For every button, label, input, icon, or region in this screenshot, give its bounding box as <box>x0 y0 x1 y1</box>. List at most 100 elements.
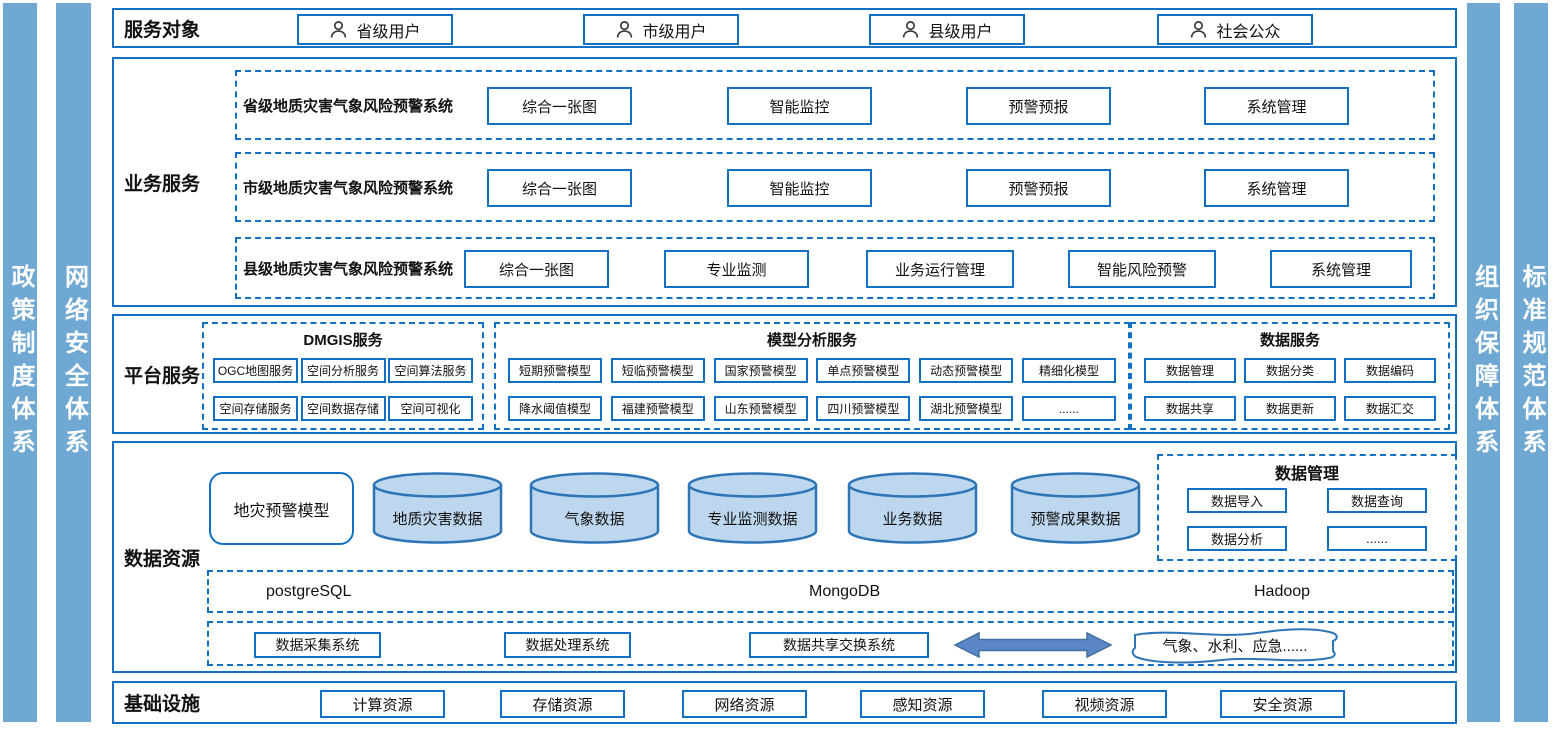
person-icon <box>331 21 347 38</box>
data-management-box: 数据导入 <box>1187 488 1287 513</box>
module-box: 综合一张图 <box>464 250 609 288</box>
section-infrastructure: 基础设施 计算资源 存储资源 网络资源 感知资源 视频资源 安全资源 <box>112 681 1457 724</box>
resource-box: 安全资源 <box>1220 690 1345 718</box>
person-icon <box>1191 21 1207 38</box>
user-label: 县级用户 <box>928 23 993 41</box>
data-service-group: 数据服务 数据管理 数据分类 数据编码 数据共享 数据更新 数据汇交 <box>1130 322 1450 430</box>
user-label: 省级用户 <box>356 23 421 41</box>
wave-scroll-icon <box>1131 628 1338 664</box>
database-cylinder-icon <box>847 472 978 544</box>
service-box: 四川预警模型 <box>816 396 911 421</box>
double-arrow-icon <box>953 631 1113 659</box>
county-system-group: 县级地质灾害气象风险预警系统 综合一张图 专业监测 业务运行管理 智能风险预警 … <box>235 237 1435 299</box>
data-management-box: ...... <box>1327 526 1427 551</box>
external-systems-label: 气象、水利、应急...... <box>1162 638 1308 655</box>
service-box: 数据更新 <box>1244 396 1336 421</box>
database-label: MongoDB <box>809 582 881 600</box>
group-title: DMGIS服务 <box>303 332 383 349</box>
section-title: 数据资源 <box>124 548 201 570</box>
service-box: 动态预警模型 <box>919 358 1014 383</box>
module-box: 智能监控 <box>727 87 872 125</box>
section-title: 服务对象 <box>124 19 201 41</box>
user-label: 市级用户 <box>642 23 707 41</box>
service-box: OGC地图服务 <box>213 358 298 383</box>
cylinder-business-data: 业务数据 <box>845 470 980 546</box>
pillar-network-security: 网络安全体系 <box>56 3 91 722</box>
module-box: 业务运行管理 <box>866 250 1014 288</box>
module-box: 智能风险预警 <box>1068 250 1216 288</box>
database-cylinder-icon <box>687 472 818 544</box>
resource-box: 视频资源 <box>1042 690 1167 718</box>
service-box: 数据管理 <box>1144 358 1236 383</box>
module-box: 预警预报 <box>966 87 1111 125</box>
service-box: 短临预警模型 <box>610 358 705 383</box>
section-platform-services: 平台服务 DMGIS服务 OGC地图服务 空间分析服务 空间算法服务 空间存储服… <box>112 314 1457 434</box>
section-data-resources: 数据资源 地灾预警模型 地质灾害数据 气象数据 专业监测数据 业务数据 预警成果… <box>112 441 1457 673</box>
pillar-policy-system: 政策制度体系 <box>3 3 37 722</box>
cylinder-warning-result-data: 预警成果数据 <box>1008 470 1143 546</box>
service-box: 空间算法服务 <box>388 358 473 383</box>
service-box: 短期预警模型 <box>508 358 602 383</box>
user-box-city: 市级用户 <box>583 14 739 45</box>
service-box: 数据共享 <box>1144 396 1236 421</box>
user-box-public: 社会公众 <box>1157 14 1313 45</box>
cylinder-label: 地质灾害数据 <box>392 511 483 528</box>
module-box: 智能监控 <box>727 169 872 207</box>
external-systems-scroll: 气象、水利、应急...... <box>1127 624 1343 666</box>
system-name: 市级地质灾害气象风险预警系统 <box>243 179 454 197</box>
database-cylinder-icon <box>1010 472 1141 544</box>
data-management-group: 数据管理 数据导入 数据查询 数据分析 ...... <box>1157 454 1457 561</box>
user-box-county: 县级用户 <box>869 14 1025 45</box>
service-box: 空间可视化 <box>388 396 473 421</box>
section-business-services: 业务服务 省级地质灾害气象风险预警系统 综合一张图 智能监控 预警预报 系统管理… <box>112 57 1457 307</box>
resource-box: 感知资源 <box>860 690 985 718</box>
section-title: 基础设施 <box>124 694 201 715</box>
user-label: 社会公众 <box>1216 23 1281 41</box>
disaster-warning-model-box: 地灾预警模型 <box>209 472 354 545</box>
service-box: 单点预警模型 <box>816 358 911 383</box>
provincial-system-group: 省级地质灾害气象风险预警系统 综合一张图 智能监控 预警预报 系统管理 <box>235 70 1435 140</box>
module-box: 系统管理 <box>1270 250 1412 288</box>
service-box: 福建预警模型 <box>610 396 705 421</box>
section-title: 平台服务 <box>124 365 201 387</box>
data-systems-layer: 数据采集系统 数据处理系统 数据共享交换系统 气象、水利、应急...... <box>207 621 1454 666</box>
service-box: 国家预警模型 <box>713 358 808 383</box>
group-title: 数据服务 <box>1259 332 1320 349</box>
module-box: 综合一张图 <box>487 169 632 207</box>
pillar-standard-spec: 标准规范体系 <box>1514 3 1548 722</box>
module-box: 专业监测 <box>664 250 809 288</box>
database-label: Hadoop <box>1254 582 1311 600</box>
system-name: 县级地质灾害气象风险预警系统 <box>243 260 454 278</box>
data-management-box: 数据分析 <box>1187 526 1287 551</box>
service-box: 空间分析服务 <box>300 358 386 383</box>
cylinder-monitoring-data: 专业监测数据 <box>685 470 820 546</box>
person-icon <box>903 21 919 38</box>
cylinder-label: 预警成果数据 <box>1030 511 1121 528</box>
pillar-label: 网络安全体系 <box>60 263 88 462</box>
cylinder-weather-data: 气象数据 <box>527 470 662 546</box>
service-box: 湖北预警模型 <box>919 396 1014 421</box>
system-box: 数据处理系统 <box>504 632 631 658</box>
cylinder-label: 气象数据 <box>564 511 625 528</box>
system-box: 数据共享交换系统 <box>749 632 929 658</box>
person-icon <box>617 21 633 38</box>
pillar-label: 标准规范体系 <box>1518 263 1545 462</box>
system-box: 数据采集系统 <box>254 632 381 658</box>
database-layer: postgreSQL MongoDB Hadoop <box>207 570 1454 613</box>
pillar-label: 组织保障体系 <box>1470 263 1498 462</box>
service-box: 数据分类 <box>1244 358 1336 383</box>
pillar-organization-guarantee: 组织保障体系 <box>1467 3 1500 722</box>
group-title: 模型分析服务 <box>766 332 857 349</box>
dmgis-service-group: DMGIS服务 OGC地图服务 空间分析服务 空间算法服务 空间存储服务 空间数… <box>202 322 484 430</box>
database-cylinder-icon <box>372 472 503 544</box>
module-box: 综合一张图 <box>487 87 632 125</box>
resource-box: 存储资源 <box>500 690 625 718</box>
database-label: postgreSQL <box>266 582 352 600</box>
resource-box: 计算资源 <box>320 690 445 718</box>
service-box: 数据编码 <box>1344 358 1436 383</box>
service-box: 山东预警模型 <box>713 396 808 421</box>
cylinder-label: 业务数据 <box>882 511 943 528</box>
service-box: 降水阈值模型 <box>508 396 602 421</box>
service-box: 精细化模型 <box>1021 358 1116 383</box>
